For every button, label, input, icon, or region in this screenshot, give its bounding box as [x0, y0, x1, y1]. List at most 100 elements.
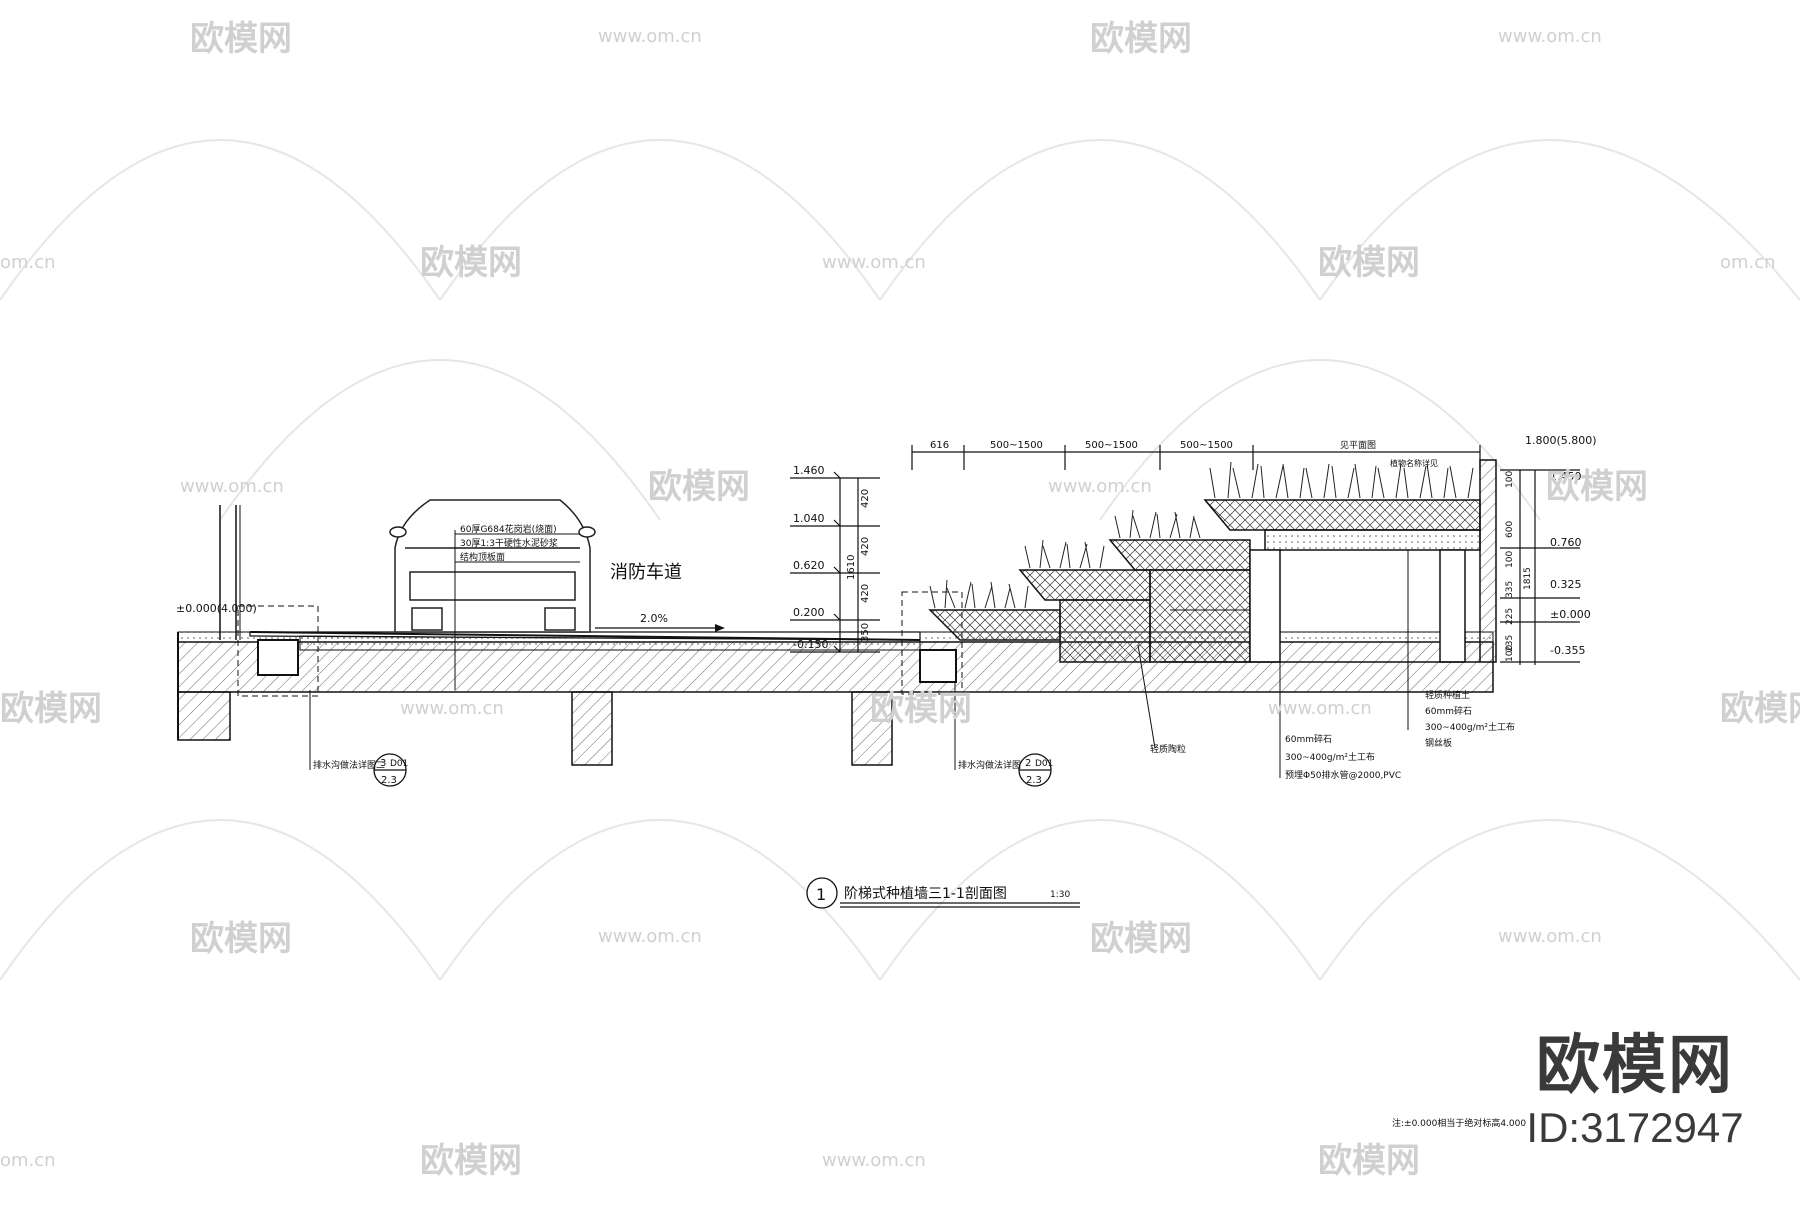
watermark-id: ID:3172947 [1526, 1104, 1744, 1151]
watermark-large: 欧模网 ID:3172947 [1510, 1030, 1760, 1170]
drain-channel-right [901, 591, 963, 695]
callout-2-sub: 2.3 [1026, 775, 1042, 786]
wm-brand-13: 欧模网 [1318, 1141, 1420, 1181]
right-dim-5: 225 [1505, 608, 1515, 625]
wm-brand-1: 欧模网 [190, 19, 292, 59]
car-outline [389, 499, 596, 633]
callout-bubbles [373, 753, 1080, 909]
watermark-brand: 欧模网 [1536, 1029, 1734, 1103]
drain-channel-left [237, 605, 319, 697]
wm-brand-12: 欧模网 [420, 1141, 522, 1181]
wm-url-1: www.om.cn [598, 26, 702, 47]
car-layer-1: 60厚G684花岗岩(烧面) [460, 523, 557, 535]
wm-url-6: www.om.cn [180, 476, 284, 497]
left-dim-1: 420 [860, 489, 871, 508]
plant-grass [929, 461, 1474, 609]
right-level-6: -0.355 [1550, 644, 1585, 657]
slope-value: 2.0% [640, 612, 668, 625]
right-level-3: 0.760 [1550, 536, 1582, 549]
road-label: 消防车道 [610, 562, 682, 583]
callout-2-num: 2 [1025, 758, 1031, 769]
right-level-5: ±0.000 [1550, 608, 1591, 621]
right-dim-7: 100 [1505, 645, 1515, 662]
note-3: 300~400g/m²土工布 [1425, 721, 1515, 733]
wm-brand-11: 欧模网 [1090, 919, 1192, 959]
left-level-marks [790, 471, 880, 653]
right-level-marks [1500, 469, 1580, 665]
callout-2-sheet: D01 [1035, 759, 1053, 769]
wm-url-13: www.om.cn [822, 1150, 926, 1171]
right-dim-4: 335 [1505, 581, 1515, 598]
wm-brand-5: 欧模网 [648, 467, 750, 507]
callout-2-text: 排水沟做法详图 [958, 759, 1021, 771]
callout-1-text: 排水沟做法详图二 [313, 759, 385, 771]
callout-1-sheet: D01 [390, 759, 408, 769]
wm-url-7: www.om.cn [1048, 476, 1152, 497]
note-leaders [309, 550, 1409, 778]
left-dim-3: 420 [860, 584, 871, 603]
right-level-4: 0.325 [1550, 578, 1582, 591]
right-level-2: 1.450 [1550, 470, 1582, 483]
slope-arrow [595, 624, 725, 632]
wm-url-10: www.om.cn [598, 926, 702, 947]
origin-level: ±0.000(4.000) [176, 602, 257, 615]
stepped-planters [928, 459, 1497, 663]
car-layer-3: 结构顶板面 [460, 551, 505, 563]
wm-brand-2: 欧模网 [1090, 19, 1192, 59]
wm-url-3: om.cn [0, 252, 56, 273]
wm-url-12: om.cn [0, 1150, 56, 1171]
drawing-texts: ±0.000(4.000) 消防车道 2.0% 60厚G684花岗岩(烧面) 3… [176, 434, 1597, 1129]
top-dim-5: 见平面图 [1340, 440, 1376, 451]
right-dim-2: 600 [1505, 521, 1515, 538]
wm-url-2: www.om.cn [1498, 26, 1602, 47]
wm-brand-7: 欧模网 [0, 689, 102, 729]
left-level-3: 0.620 [793, 559, 825, 572]
car-layer-2: 30厚1:3干硬性水泥砂浆 [460, 537, 558, 549]
left-level-4: 0.200 [793, 606, 825, 619]
car-layer-leader [454, 530, 580, 690]
wm-brand-4: 欧模网 [1318, 243, 1420, 283]
wm-brand-3: 欧模网 [420, 243, 522, 283]
wm-brand-10: 欧模网 [190, 919, 292, 959]
plant-label: 植物名称详见 [1390, 458, 1438, 468]
note-5: 轻质陶粒 [1150, 743, 1186, 755]
top-dim-2: 500~1500 [990, 440, 1043, 451]
note-6: 60mm碎石 [1285, 733, 1332, 745]
watermark-tiles: 欧模网 www.om.cn 欧模网 www.om.cn om.cn 欧模网 ww… [0, 19, 1800, 1181]
callout-1-sub: 2.3 [381, 775, 397, 786]
left-level-5: -0.150 [793, 638, 828, 651]
note-2: 60mm碎石 [1425, 705, 1472, 717]
right-level-1: 1.800(5.800) [1525, 434, 1597, 447]
left-dim-5: 1610 [846, 555, 857, 580]
drawing-scale: 1:30 [1050, 890, 1070, 900]
wm-url-9: www.om.cn [1268, 698, 1372, 719]
top-dim-1: 616 [930, 440, 949, 451]
top-dim-4: 500~1500 [1180, 440, 1233, 451]
note-7: 300~400g/m²土工布 [1285, 751, 1375, 763]
top-dim-3: 500~1500 [1085, 440, 1138, 451]
footnote: 注:±0.000相当于绝对标高4.000 [1392, 1117, 1526, 1129]
left-dim-2: 420 [860, 537, 871, 556]
right-dim-6: 235 [1505, 635, 1515, 652]
wm-url-5: om.cn [1720, 252, 1776, 273]
note-1: 轻质种植土 [1425, 689, 1470, 701]
callout-1-num: 3 [380, 758, 386, 769]
left-level-2: 1.040 [793, 512, 825, 525]
wm-url-4: www.om.cn [822, 252, 926, 273]
wm-brand-8: 欧模网 [870, 689, 972, 729]
right-dim-8: 1815 [1523, 567, 1533, 590]
left-wall [219, 505, 241, 640]
drawing-title: 阶梯式种植墙三1-1剖面图 [844, 886, 1007, 902]
wm-url-11: www.om.cn [1498, 926, 1602, 947]
note-4: 钢丝板 [1425, 737, 1452, 749]
note-8: 预埋Φ50排水管@2000,PVC [1285, 769, 1401, 781]
top-dimension-line [911, 445, 1481, 470]
left-level-1: 1.460 [793, 464, 825, 477]
wm-brand-6: 欧模网 [1546, 467, 1648, 507]
wm-url-8: www.om.cn [400, 698, 504, 719]
wm-brand-9: 欧模网 [1720, 689, 1800, 729]
right-dim-1: 100 [1505, 471, 1515, 488]
title-number: 1 [816, 885, 826, 904]
